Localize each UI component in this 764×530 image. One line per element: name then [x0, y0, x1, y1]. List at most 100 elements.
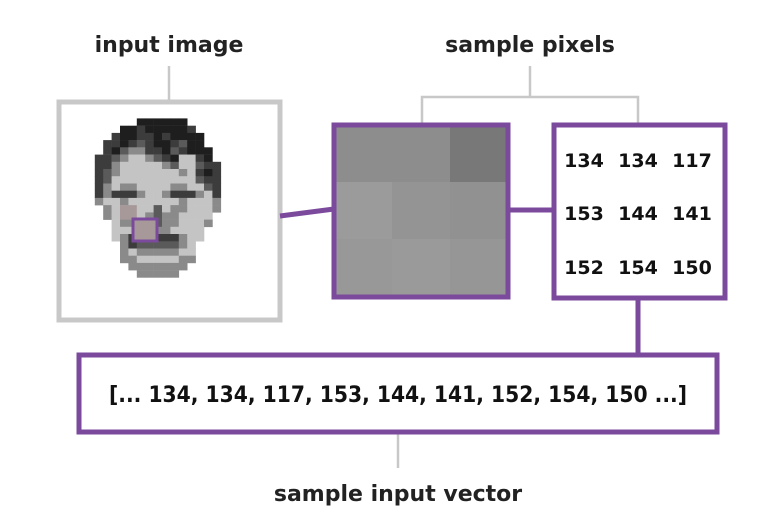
face-pixel — [153, 161, 163, 170]
face-pixel — [204, 154, 213, 163]
face-pixel — [178, 190, 188, 199]
face-pixel — [145, 262, 154, 271]
face-pixel — [170, 262, 180, 271]
face-pixel — [136, 190, 146, 199]
face-pixel — [145, 255, 154, 264]
input-vector-text: [... 134, 134, 117, 153, 144, 141, 152, … — [109, 383, 687, 408]
face-pixel — [212, 190, 222, 199]
face-pixel — [153, 205, 163, 213]
face-pixel — [187, 125, 196, 134]
face-pixel — [162, 226, 171, 235]
face-pixel — [136, 183, 146, 191]
face-pixel — [128, 161, 138, 170]
face-pixel — [162, 190, 171, 199]
face-pixel — [120, 234, 129, 242]
face-pixel — [153, 169, 163, 177]
face-pixel — [195, 226, 205, 235]
face-pixel — [128, 147, 138, 155]
face-pixel — [120, 154, 129, 163]
face-pixel — [120, 132, 129, 141]
face-pixel — [170, 234, 180, 242]
face-pixel — [170, 190, 180, 199]
face-pixel — [153, 212, 163, 220]
face-pixel — [111, 147, 121, 155]
face-pixel — [145, 212, 154, 220]
face-pixel — [153, 255, 163, 264]
face-pixel — [170, 226, 180, 235]
face-pixel — [120, 212, 129, 220]
face-pixel — [170, 248, 180, 256]
face-pixel — [170, 125, 180, 134]
sample-highlight — [131, 217, 159, 243]
face-pixel — [128, 125, 138, 134]
face-pixel — [212, 197, 222, 206]
face-pixel — [145, 169, 154, 177]
face-pixel — [187, 169, 196, 177]
face-pixel — [128, 205, 138, 213]
pixel-value: 117 — [672, 150, 712, 172]
face-pixel — [178, 183, 188, 191]
face-pixel — [187, 205, 196, 213]
face-pixel — [145, 125, 154, 134]
face-pixel — [136, 255, 146, 264]
face-pixel — [153, 241, 163, 249]
face-pixel — [120, 197, 129, 206]
face-pixel — [212, 183, 222, 191]
face-pixel — [153, 147, 163, 155]
input-vector-box — [76, 352, 720, 435]
input-image-label: input image — [95, 33, 244, 58]
face-pixel — [111, 205, 121, 213]
face-pixel — [204, 176, 213, 184]
face-pixel — [153, 118, 163, 126]
zoom-pixel — [334, 182, 392, 239]
face-pixel — [103, 197, 112, 206]
face-pixel — [128, 262, 138, 271]
face-pixel — [170, 118, 180, 126]
face-pixel — [178, 241, 188, 249]
face-pixel — [178, 147, 188, 155]
face-pixel — [170, 183, 180, 191]
face-pixel — [187, 241, 196, 249]
face-pixel — [170, 147, 180, 155]
zoom-pixel — [334, 239, 392, 297]
face-pixel — [195, 190, 205, 199]
face-pixel — [212, 176, 222, 184]
face-pixel — [128, 212, 138, 220]
face-pixel — [136, 212, 146, 220]
pixel-values-grid: 134 134 117 153 144 141 152 154 150 — [564, 150, 712, 279]
sample-pixels-bracket — [420, 95, 640, 124]
face-pixel — [178, 161, 188, 170]
face-pixel — [178, 226, 188, 235]
face-pixel — [162, 219, 171, 228]
face-pixel — [162, 176, 171, 184]
pixel-value: 153 — [564, 203, 604, 225]
face-pixel — [162, 147, 171, 155]
zoom-pixel — [392, 182, 450, 239]
face-pixel — [187, 132, 196, 141]
face-pixel — [128, 154, 138, 163]
face-pixel — [128, 248, 138, 256]
pixel-value: 150 — [672, 257, 712, 279]
face-pixel — [178, 197, 188, 206]
face-pixel — [204, 183, 213, 191]
face-pixel — [178, 205, 188, 213]
face-pixel — [170, 219, 180, 228]
face-pixel — [120, 255, 129, 264]
face-pixel — [187, 255, 196, 264]
face-pixel — [195, 197, 205, 206]
face-pixel — [120, 226, 129, 235]
face-pixel — [212, 169, 222, 177]
face-pixel — [120, 169, 129, 177]
face-pixel — [94, 190, 104, 199]
face-pixel — [195, 147, 205, 155]
face-pixel — [162, 234, 171, 242]
face-pixel — [136, 262, 146, 271]
face-pixel — [178, 234, 188, 242]
face-pixel — [153, 154, 163, 163]
face-pixel — [162, 205, 171, 213]
face-pixel — [204, 147, 213, 155]
face-pixel — [162, 183, 171, 191]
pixel-values-box — [551, 122, 728, 301]
face-pixel — [162, 197, 171, 206]
face-pixel — [94, 197, 104, 206]
